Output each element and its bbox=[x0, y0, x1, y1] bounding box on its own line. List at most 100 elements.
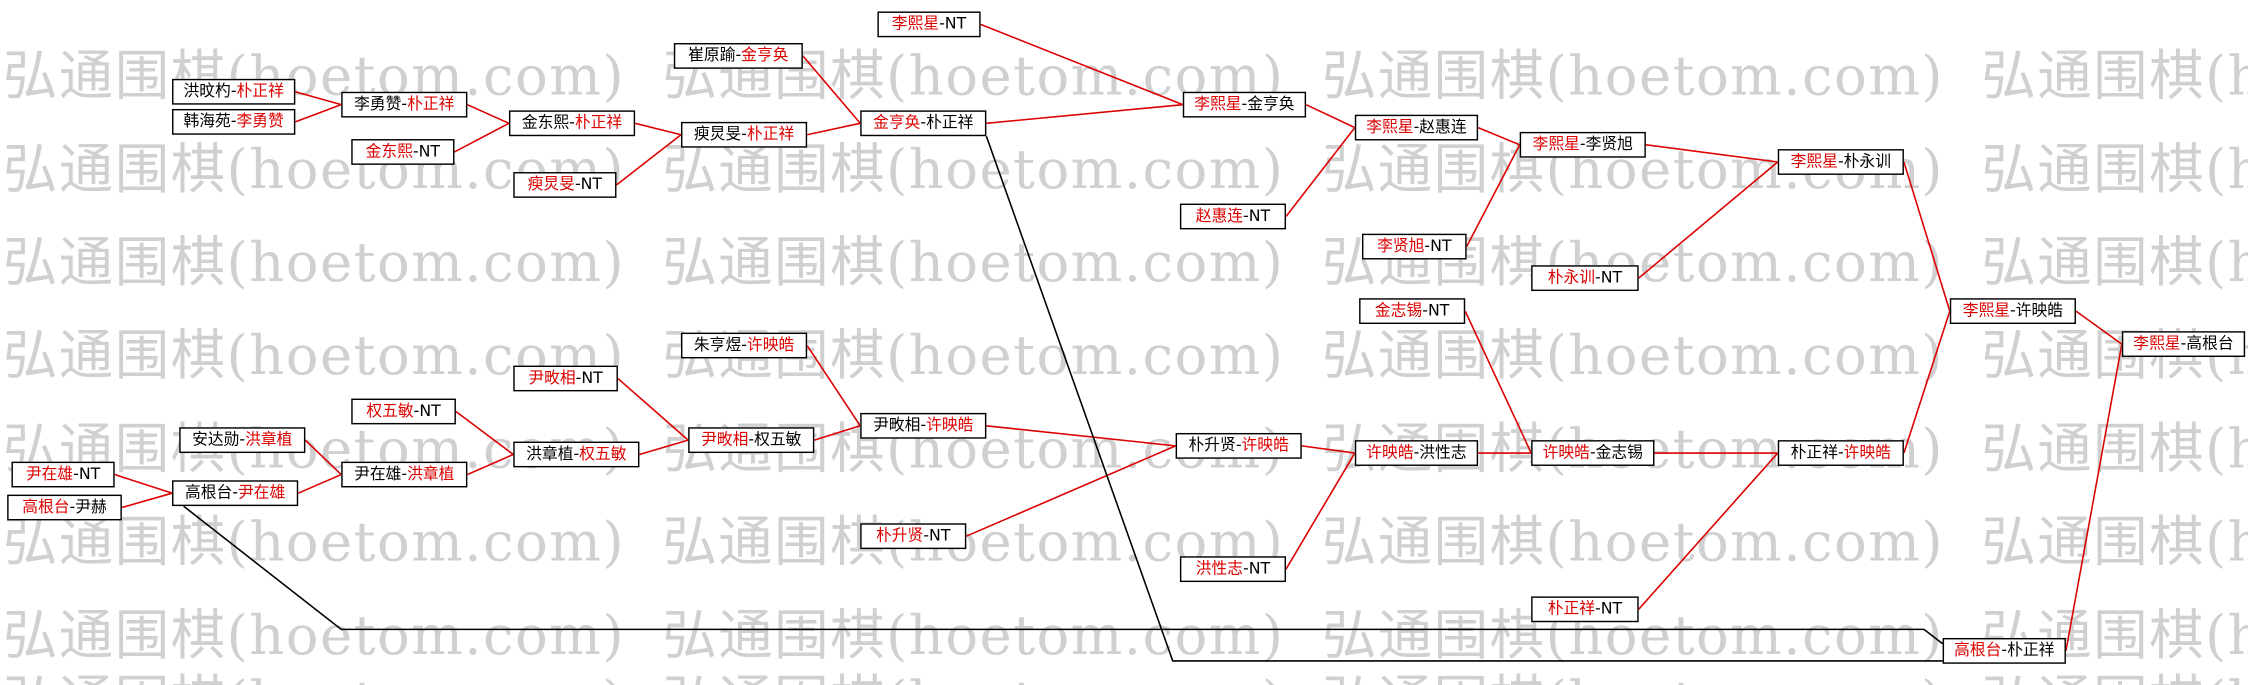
match-box: 洪旼杓-朴正祥 bbox=[172, 78, 296, 105]
winner-path-line bbox=[467, 103, 510, 125]
winner-name: 李勇赞 bbox=[236, 111, 284, 131]
winner-name: 李熙星 bbox=[1366, 117, 1414, 137]
player-name: -NT bbox=[73, 464, 101, 484]
player-name: -尹赫 bbox=[69, 497, 107, 517]
winner-path-line bbox=[814, 425, 861, 441]
match-box: 李熙星-高根台 bbox=[2121, 331, 2246, 357]
player-name: -NT bbox=[923, 526, 951, 545]
winner-name: 洪性志 bbox=[1195, 559, 1244, 578]
match-box: 洪性志-NT bbox=[1179, 556, 1287, 583]
player-name: 朴正祥- bbox=[1790, 443, 1844, 462]
winner-name: 朴正祥 bbox=[407, 94, 455, 114]
winner-name: 朴永训 bbox=[1547, 268, 1596, 287]
player-name: 韩海苑- bbox=[183, 111, 237, 131]
winner-name: 金亨奂 bbox=[873, 113, 921, 132]
player-name: 洪旼杓- bbox=[183, 81, 237, 101]
winner-path-line bbox=[1285, 452, 1356, 570]
match-box: 朴正祥-许映皓 bbox=[1777, 440, 1904, 466]
winner-name: 朴正祥 bbox=[1547, 599, 1596, 618]
match-box: 许映皓-金志锡 bbox=[1531, 440, 1655, 466]
winner-path-line bbox=[2075, 310, 2123, 345]
winner-name: 许映皓 bbox=[1366, 443, 1414, 462]
player-name: 洪章植- bbox=[526, 444, 580, 464]
match-box: 权五敏-NT bbox=[351, 398, 456, 425]
winner-path-line bbox=[806, 345, 861, 427]
winner-path-line bbox=[455, 410, 514, 456]
watermark-text: 弘通围棋(hoetom.com) bbox=[1981, 44, 2248, 108]
match-box: 尹在雄-洪章植 bbox=[341, 461, 468, 488]
player-name: 金东熙- bbox=[521, 113, 575, 132]
player-name: -NT bbox=[1595, 599, 1623, 618]
winner-name: 尹畋相 bbox=[528, 368, 576, 388]
match-box: 洪章植-权五敏 bbox=[513, 441, 640, 468]
player-name: -NT bbox=[1243, 206, 1271, 226]
player-name: -许映皓 bbox=[2010, 301, 2064, 320]
watermark-text: 弘通围棋(hoetom.com) bbox=[1321, 510, 1944, 574]
winner-name: 许映皓 bbox=[1843, 443, 1891, 462]
winner-name: 许映皓 bbox=[1241, 435, 1289, 455]
watermark-text: 弘通围棋(hoetom.com) bbox=[1981, 657, 2248, 685]
winner-path-line bbox=[1305, 103, 1356, 129]
winner-path-line bbox=[1638, 161, 1779, 279]
winner-path-line bbox=[1645, 144, 1778, 163]
winner-name: 金志锡 bbox=[1374, 301, 1423, 320]
winner-path-line bbox=[121, 492, 173, 509]
player-name: -金志锡 bbox=[1589, 443, 1643, 462]
winner-path-line bbox=[2065, 343, 2123, 652]
winner-name: 李熙星 bbox=[891, 14, 940, 33]
match-box: 朴升贤-NT bbox=[860, 523, 967, 550]
winner-name: 许映皓 bbox=[926, 415, 974, 435]
winner-path-line bbox=[986, 425, 1176, 447]
winner-path-line bbox=[295, 90, 342, 106]
watermark-text: 弘通围棋(hoetom.com) bbox=[1981, 137, 2248, 201]
winner-name: 李熙星 bbox=[1194, 94, 1242, 114]
winner-path-line bbox=[1285, 127, 1356, 217]
match-box: 金亨奂-朴正祥 bbox=[860, 110, 987, 137]
winner-path-line bbox=[454, 122, 510, 153]
player-name: 瘐炅旻- bbox=[693, 124, 747, 144]
player-name: -朴正祥 bbox=[2001, 640, 2055, 660]
player-name: -NT bbox=[1422, 301, 1450, 320]
player-name: -高根台 bbox=[2180, 334, 2234, 353]
player-name: -NT bbox=[1424, 236, 1452, 256]
winner-path-line bbox=[806, 122, 861, 136]
winner-path-line bbox=[1465, 144, 1521, 247]
watermark-text: 弘通围棋(hoetom.com) bbox=[3, 657, 625, 685]
winner-name: 朴正祥 bbox=[574, 113, 623, 132]
loser-path-line bbox=[183, 505, 1944, 645]
winner-name: 朴正祥 bbox=[236, 81, 284, 101]
player-name: 尹在雄- bbox=[354, 464, 408, 484]
match-box: 金志锡-NT bbox=[1359, 298, 1466, 325]
player-name: -NT bbox=[412, 141, 441, 161]
winner-name: 朴正祥 bbox=[746, 124, 795, 144]
winner-name: 朴升贤 bbox=[876, 526, 924, 545]
winner-name: 瘐炅旻 bbox=[527, 174, 575, 194]
winner-name: 许映皓 bbox=[1542, 443, 1590, 462]
winner-name: 尹在雄 bbox=[25, 464, 74, 484]
winner-name: 尹在雄 bbox=[237, 483, 286, 502]
winner-name: 许映皓 bbox=[746, 335, 795, 355]
match-box: 尹畋相-权五敏 bbox=[688, 427, 815, 454]
winner-path-line bbox=[114, 473, 173, 494]
winner-name: 李熙星 bbox=[1962, 301, 2011, 320]
winner-name: 赵惠连 bbox=[1195, 206, 1244, 226]
watermark-text: 弘通围棋(hoetom.com) bbox=[1981, 230, 2248, 294]
winner-name: 高根台 bbox=[1954, 640, 2002, 660]
player-name: -NT bbox=[575, 368, 603, 388]
player-name: -NT bbox=[574, 174, 603, 194]
match-box: 尹在雄-NT bbox=[11, 461, 115, 488]
player-name: -洪性志 bbox=[1413, 443, 1467, 462]
watermark-text: 弘通围棋(hoetom.com) bbox=[2, 230, 626, 294]
watermark-text: 弘通围棋(hoetom.com) bbox=[662, 510, 1285, 574]
player-name: -权五敏 bbox=[748, 430, 802, 449]
watermark-text: 弘通围棋(hoetom.com) bbox=[662, 137, 1285, 201]
player-name: -NT bbox=[1595, 268, 1623, 287]
winner-path-line bbox=[1638, 452, 1779, 610]
winner-path-line bbox=[467, 453, 514, 476]
watermark-text: 弘通围棋(hoetom.com) bbox=[1981, 417, 2248, 481]
winner-name: 金东熙 bbox=[365, 141, 413, 161]
match-box: 李贤旭-NT bbox=[1361, 233, 1467, 260]
